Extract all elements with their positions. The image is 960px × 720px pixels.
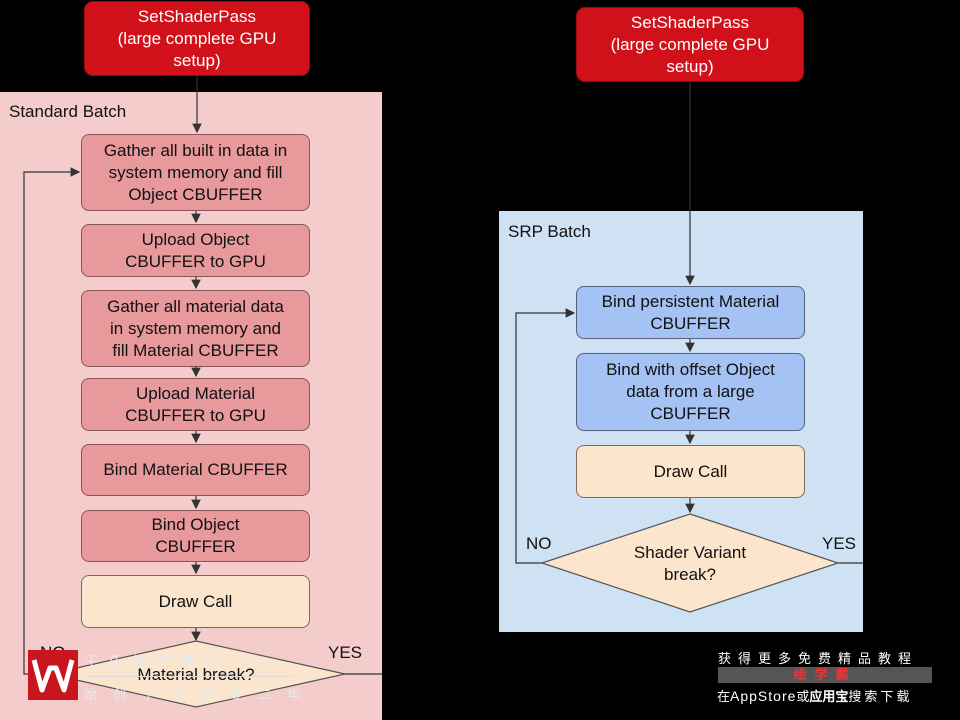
step-bind-material-cbuffer: Bind Material CBUFFER xyxy=(81,444,310,496)
wang-logo-icon xyxy=(31,659,75,693)
material-break-text: Material break? xyxy=(137,665,255,684)
step-upload-material-cbuffer: Upload Material CBUFFER to GPU xyxy=(81,378,310,431)
right-no-label: NO xyxy=(526,534,552,553)
wang-logo xyxy=(28,650,78,700)
srp-batch-label: SRP Batch xyxy=(508,222,591,241)
left-setshaderpass-node: SetShaderPass (large complete GPU setup) xyxy=(84,1,310,76)
step-gather-material-data: Gather all material data in system memor… xyxy=(81,290,310,367)
step-bind-persistent-material: Bind persistent Material CBUFFER xyxy=(576,286,805,339)
step-right-draw-call: Draw Call xyxy=(576,445,805,498)
step-upload-object-cbuffer: Upload Object CBUFFER to GPU xyxy=(81,224,310,277)
promo-brand-bar: 绘学霸 xyxy=(718,667,932,683)
watermark-line2: 始创于二零零二年 xyxy=(84,687,317,702)
shader-variant-break-text: Shader Variant break? xyxy=(633,543,747,584)
standard-batch-label: Standard Batch xyxy=(9,102,127,121)
left-setshaderpass-text: SetShaderPass (large complete GPU setup) xyxy=(117,6,277,70)
right-yes-label: YES xyxy=(822,534,857,553)
watermark-divider xyxy=(84,676,294,677)
step-bind-offset-object-data: Bind with offset Object data from a larg… xyxy=(576,353,805,431)
left-yes-label: YES xyxy=(328,643,363,662)
step-left-draw-call: Draw Call xyxy=(81,575,310,628)
shader-variant-break-diamond xyxy=(540,513,840,613)
promo-line3: 在AppStore或应用宝搜索下载 xyxy=(717,688,913,704)
step-bind-object-cbuffer: Bind Object CBUFFER xyxy=(81,510,310,562)
step-gather-builtin-data: Gather all built in data in system memor… xyxy=(81,134,310,211)
material-break-diamond xyxy=(49,640,346,708)
right-setshaderpass-node: SetShaderPass (large complete GPU setup) xyxy=(576,7,804,82)
promo-line1: 获得更多免费精品教程 xyxy=(718,651,919,666)
